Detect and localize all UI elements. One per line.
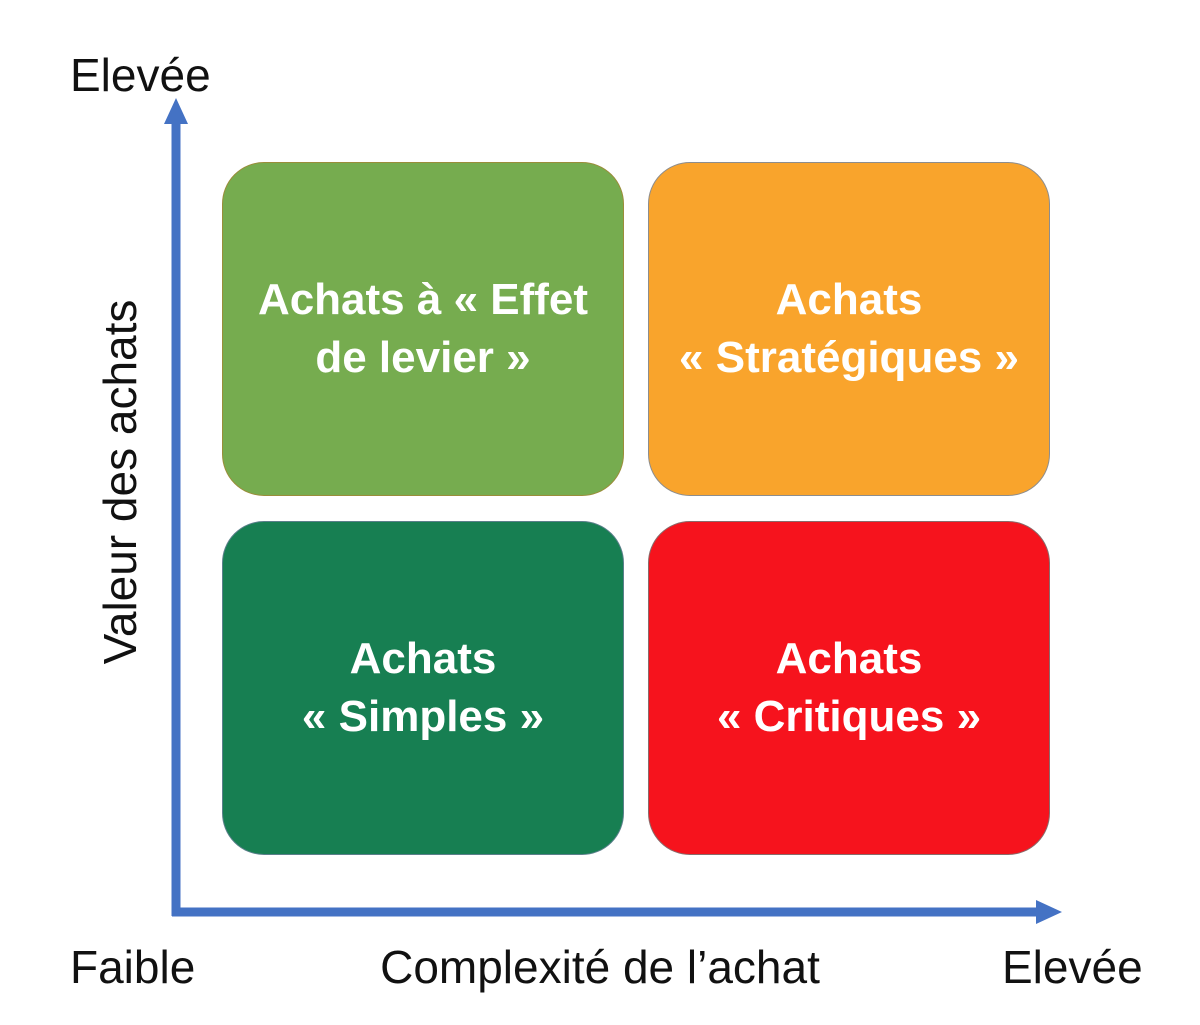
x-axis-arrowhead	[1036, 900, 1062, 924]
quadrant-simples: Achats « Simples »	[222, 521, 624, 855]
quadrant-label-line1: Achats	[775, 275, 923, 324]
quadrant-label: Achats « Stratégiques »	[663, 271, 1035, 387]
y-axis-high-label: Elevée	[70, 49, 211, 101]
quadrant-label: Achats à « Effet de levier »	[242, 271, 604, 387]
y-axis-arrowhead	[164, 98, 188, 124]
quadrant-label: Achats « Simples »	[286, 630, 560, 746]
quadrant-label: Achats « Critiques »	[701, 630, 997, 746]
quadrant-label-line2: « Stratégiques »	[679, 333, 1019, 382]
quadrant-effet-de-levier: Achats à « Effet de levier »	[222, 162, 624, 496]
quadrant-strategiques: Achats « Stratégiques »	[648, 162, 1050, 496]
y-axis-title: Valeur des achats	[94, 299, 146, 665]
quadrant-label-line1: Achats	[349, 634, 497, 683]
quadrant-label-line1: Achats	[775, 634, 923, 683]
axis-origin-label: Faible	[70, 941, 196, 993]
x-axis-title: Complexité de l’achat	[380, 941, 820, 993]
quadrant-label-line2: « Critiques »	[716, 692, 982, 741]
x-axis-high-label: Elevée	[1002, 941, 1143, 993]
quadrant-critiques: Achats « Critiques »	[648, 521, 1050, 855]
quadrant-label-line1: Achats à « Effet	[257, 275, 589, 324]
quadrant-label-line2: « Simples »	[301, 692, 545, 741]
quadrant-label-line2: de levier »	[315, 333, 531, 382]
